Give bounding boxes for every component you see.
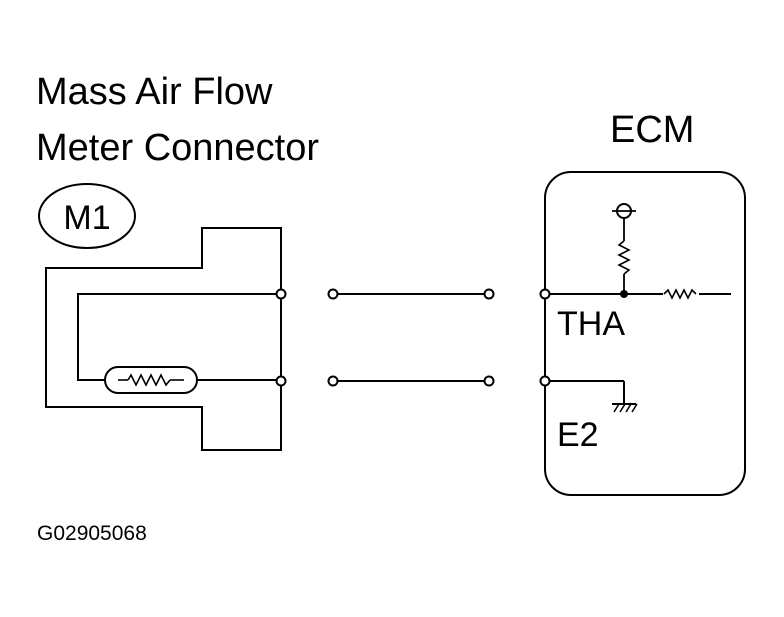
thermistor-capsule [104, 366, 198, 394]
figure-code: G02905068 [37, 522, 147, 545]
intake-air-temp-thermistor [104, 366, 198, 394]
connector-id-label: M1 [63, 199, 110, 237]
harness-terminal-upper-right [483, 288, 495, 300]
ecm-pullup-resistor [617, 218, 631, 294]
pin-label-tha: THA [557, 305, 625, 343]
ecm-title: ECM [610, 109, 694, 151]
connector-id-badge: M1 [38, 183, 136, 249]
sensor-terminal-lower [275, 375, 287, 387]
ecm-box [544, 171, 746, 496]
connector-title-line1: Mass Air Flow [36, 71, 273, 113]
connector-id-ellipse [38, 183, 136, 249]
harness-terminal-lower-left [327, 375, 339, 387]
ecm-input-resistor [663, 286, 699, 302]
connector-title-line2: Meter Connector [36, 127, 319, 169]
sensor-internal-wire-upper [77, 293, 281, 381]
sensor-housing [45, 227, 282, 451]
ecm-reference-voltage-symbol [612, 203, 636, 219]
sensor-terminal-upper [275, 288, 287, 300]
ground-icon [612, 403, 638, 413]
harness-wire-lower [327, 375, 495, 387]
harness-terminal-lower-right [483, 375, 495, 387]
harness-wire-upper [327, 288, 495, 300]
ecm-terminal-tha [539, 288, 551, 300]
thermistor-resistor-zigzag [127, 373, 171, 387]
ecm-terminal-e2 [539, 375, 551, 387]
harness-terminal-upper-left [327, 288, 339, 300]
pin-label-e2: E2 [557, 416, 599, 454]
